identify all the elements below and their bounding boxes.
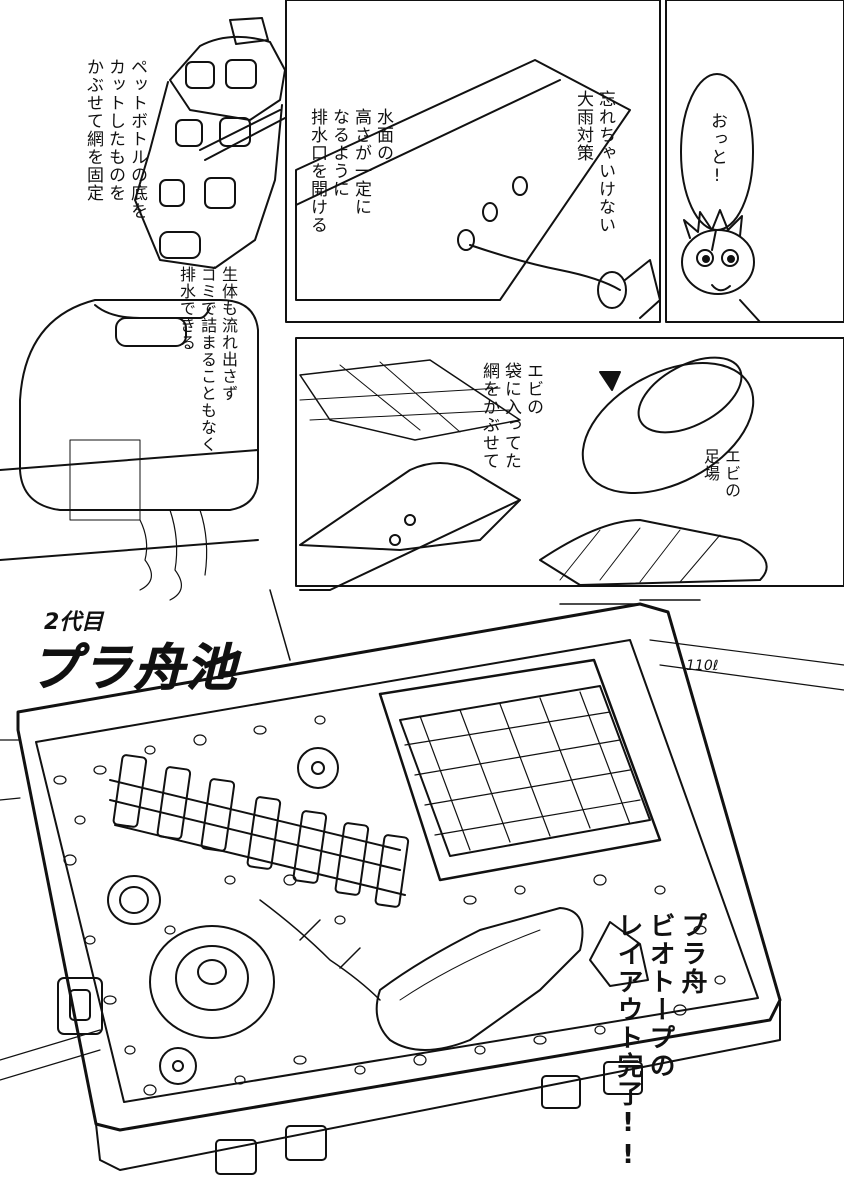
panel-otto xyxy=(665,0,844,323)
pet-bottle-illustration xyxy=(134,17,286,269)
turtle-ornament xyxy=(107,875,161,925)
wooden-fence xyxy=(109,754,410,908)
pond-title-generation: 2代目 xyxy=(44,610,104,635)
drain-caption: 生体も流れ出さず ゴミで詰まることもなく 排水できる xyxy=(177,266,238,453)
shrimp-caption: エビの 袋に入ってた 網をかぶせて xyxy=(479,362,543,470)
outlet-caption: 水面の 高さが一定に なるように 排水口を開ける xyxy=(307,108,393,234)
pipe-with-bottle-cap xyxy=(0,299,259,601)
plastic-basket xyxy=(378,658,662,882)
pebbles xyxy=(53,715,726,1096)
shrimp-perch-label: エビの 足場 xyxy=(701,448,741,499)
pond-title: プラ舟池 xyxy=(30,639,238,698)
character-face xyxy=(681,209,761,323)
driftwood xyxy=(259,899,381,1001)
net-on-pipe xyxy=(299,359,768,591)
pond-wall-outlet xyxy=(295,59,661,319)
rain-caption: 忘れちゃいけない 大雨対策 xyxy=(573,90,615,234)
moss-log xyxy=(375,907,584,1051)
completion-caption: プラ舟 ビオトープの レイアウト完了!! xyxy=(613,912,707,1172)
shrimp-bag xyxy=(581,356,755,494)
otto-speech: おっと! xyxy=(707,112,727,187)
pond-size-note: 110ℓ xyxy=(686,658,719,674)
round-pot xyxy=(149,925,275,1039)
bottle-caption: ペットボトルの底を カットしたものを かぶせて網を固定 xyxy=(83,58,147,220)
speech-bubble xyxy=(680,73,754,251)
plastic-pond-tub xyxy=(0,602,782,1175)
panel-shrimp-net xyxy=(295,337,844,587)
panel-outlet xyxy=(285,0,661,323)
flower-ornament-2 xyxy=(159,1047,197,1085)
flower-ornament-1 xyxy=(297,747,339,789)
rock xyxy=(589,921,649,987)
